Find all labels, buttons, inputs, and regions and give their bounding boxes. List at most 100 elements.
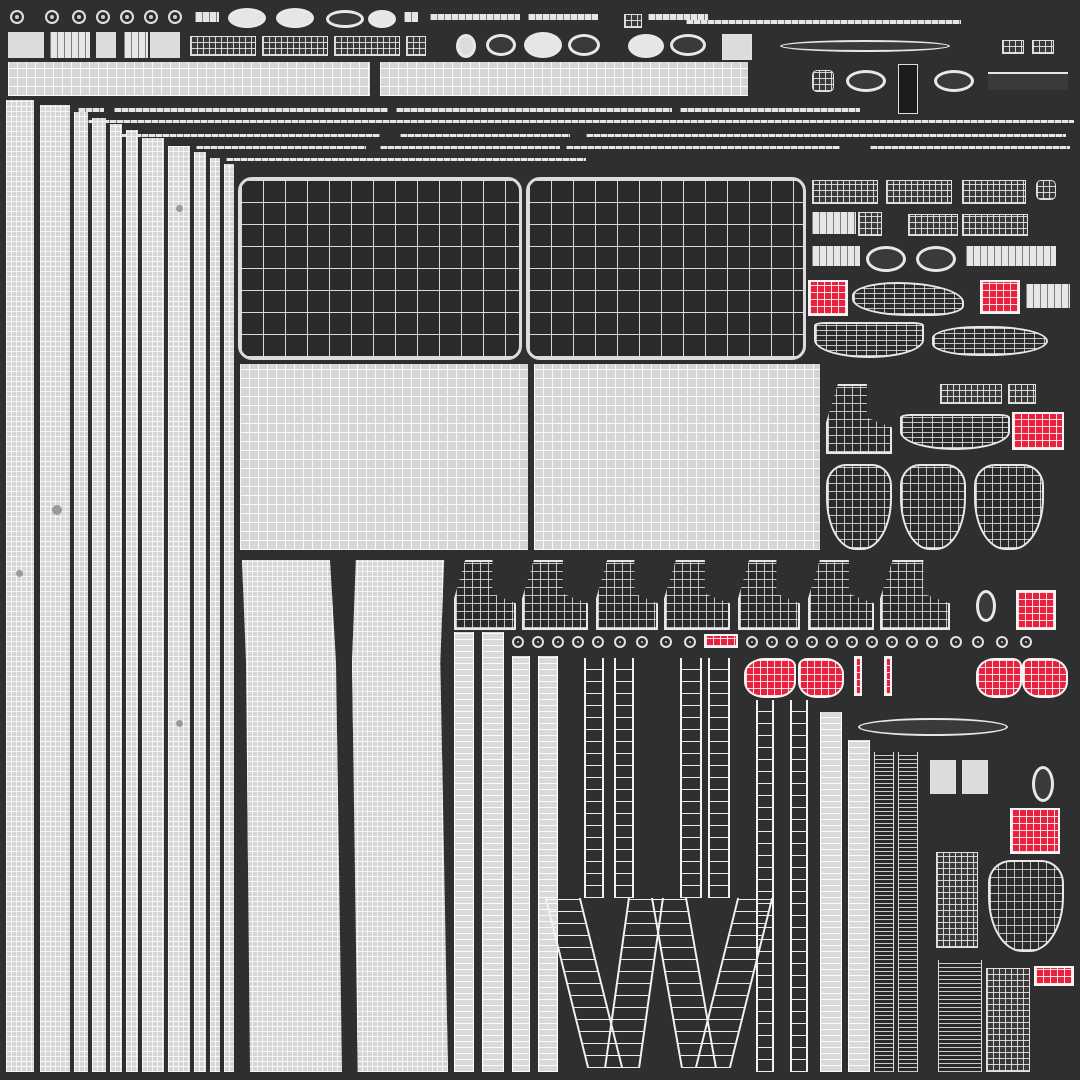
- uv-blade-piece: [858, 718, 1008, 736]
- uv-bolt-piece: [826, 636, 838, 648]
- uv-oval-piece: [934, 70, 974, 92]
- uv-thin-rail: [870, 146, 1070, 149]
- uv-bolt-piece: [886, 636, 898, 648]
- uv-red-plate: [1012, 412, 1064, 450]
- uv-grid-block: [1032, 40, 1054, 54]
- uv-strip: [966, 246, 1056, 266]
- uv-oval-piece: [228, 8, 266, 28]
- uv-hull-strip: [848, 740, 870, 1072]
- uv-strip: [988, 72, 1068, 90]
- uv-ring-piece: [10, 10, 24, 24]
- uv-leg-piece: [790, 700, 808, 1072]
- uv-grid-block: [190, 36, 256, 56]
- uv-bolt-piece: [1020, 636, 1032, 648]
- uv-strip: [50, 32, 90, 58]
- uv-thin-rail: [114, 108, 388, 112]
- uv-bolt-piece: [572, 636, 584, 648]
- uv-bolt-piece: [786, 636, 798, 648]
- uv-shield-piece: [974, 464, 1044, 550]
- uv-hull-strip: [454, 632, 474, 1072]
- uv-bolt-piece: [532, 636, 544, 648]
- uv-oval-piece: [976, 590, 996, 622]
- uv-grid-block: [406, 36, 426, 56]
- uv-ring-piece: [168, 10, 182, 24]
- uv-leg-piece: [680, 658, 702, 898]
- uv-grid-block: [986, 968, 1030, 1072]
- uv-strip: [8, 32, 44, 58]
- uv-wedge-piece: [932, 326, 1048, 356]
- uv-grid-block: [908, 214, 958, 236]
- uv-bolt-piece: [806, 636, 818, 648]
- uv-bracket-piece: [808, 560, 874, 630]
- uv-long-panel: [380, 62, 748, 96]
- uv-blade-piece: [780, 40, 950, 52]
- uv-small-cell: [624, 14, 642, 28]
- uv-seam-dot: [176, 720, 183, 727]
- uv-ring-piece: [72, 10, 86, 24]
- uv-long-shell: [352, 560, 448, 1072]
- uv-wedge-piece: [852, 282, 964, 316]
- uv-hull-strip: [538, 656, 558, 1072]
- uv-thin-rail: [680, 108, 860, 112]
- uv-oval-piece: [568, 34, 600, 56]
- uv-long-shell: [242, 560, 342, 1072]
- uv-oval-piece: [866, 246, 906, 272]
- uv-leg-piece: [584, 658, 604, 898]
- uv-bolt-piece: [766, 636, 778, 648]
- uv-leg-piece: [708, 658, 730, 898]
- uv-strip: [812, 212, 856, 234]
- uv-oval-piece: [368, 10, 396, 28]
- uv-strip: [404, 12, 418, 22]
- uv-bolt-piece: [512, 636, 524, 648]
- uv-thin-rail: [400, 134, 570, 137]
- uv-dark-strip: [938, 960, 982, 1072]
- uv-strip: [686, 20, 961, 24]
- uv-shield-piece: [988, 860, 1064, 952]
- uv-oval-piece: [670, 34, 706, 56]
- uv-hull-strip: [820, 712, 842, 1072]
- uv-hull-strip: [92, 118, 106, 1072]
- uv-deck-panel-left: [240, 364, 528, 550]
- uv-wedge-piece: [900, 414, 1010, 450]
- uv-thin-rail: [226, 158, 586, 161]
- uv-red-plate: [980, 280, 1020, 314]
- uv-thin-rail: [566, 146, 840, 149]
- uv-red-plate: [854, 656, 862, 696]
- uv-thin-rail: [586, 134, 1066, 137]
- uv-bolt-piece: [950, 636, 962, 648]
- uv-oval-piece: [916, 246, 956, 272]
- uv-oval-piece: [456, 34, 476, 58]
- uv-grid-block: [334, 36, 400, 56]
- uv-red-plate: [704, 634, 738, 648]
- uv-hull-strip: [40, 105, 70, 1072]
- uv-strip: [648, 14, 708, 20]
- uv-red-plate: [1034, 966, 1074, 986]
- uv-bolt-piece: [552, 636, 564, 648]
- uv-bolt-piece: [926, 636, 938, 648]
- uv-grid-block: [962, 180, 1026, 204]
- uv-bracket-piece: [454, 560, 516, 630]
- uv-grid-block: [812, 180, 878, 204]
- uv-strip: [898, 64, 918, 114]
- uv-hull-strip: [168, 146, 190, 1072]
- uv-strip: [1026, 284, 1070, 308]
- uv-red-plate: [1010, 808, 1060, 854]
- uv-deck-panel-right: [534, 364, 820, 550]
- uv-oval-piece: [276, 8, 314, 28]
- uv-bolt-piece: [846, 636, 858, 648]
- uv-hull-strip: [482, 632, 504, 1072]
- uv-hull-strip: [194, 152, 206, 1072]
- uv-leg-piece: [756, 700, 774, 1072]
- uv-bolt-piece: [906, 636, 918, 648]
- uv-bolt-piece: [996, 636, 1008, 648]
- uv-bolt-piece: [592, 636, 604, 648]
- uv-hull-strip: [512, 656, 530, 1072]
- uv-grid-block: [962, 760, 988, 794]
- uv-ring-piece: [144, 10, 158, 24]
- uv-red-cowl: [976, 658, 1022, 698]
- uv-thin-rail: [196, 146, 366, 149]
- uv-ring-piece: [96, 10, 110, 24]
- uv-hull-strip: [210, 158, 220, 1072]
- uv-bracket-piece: [880, 560, 950, 630]
